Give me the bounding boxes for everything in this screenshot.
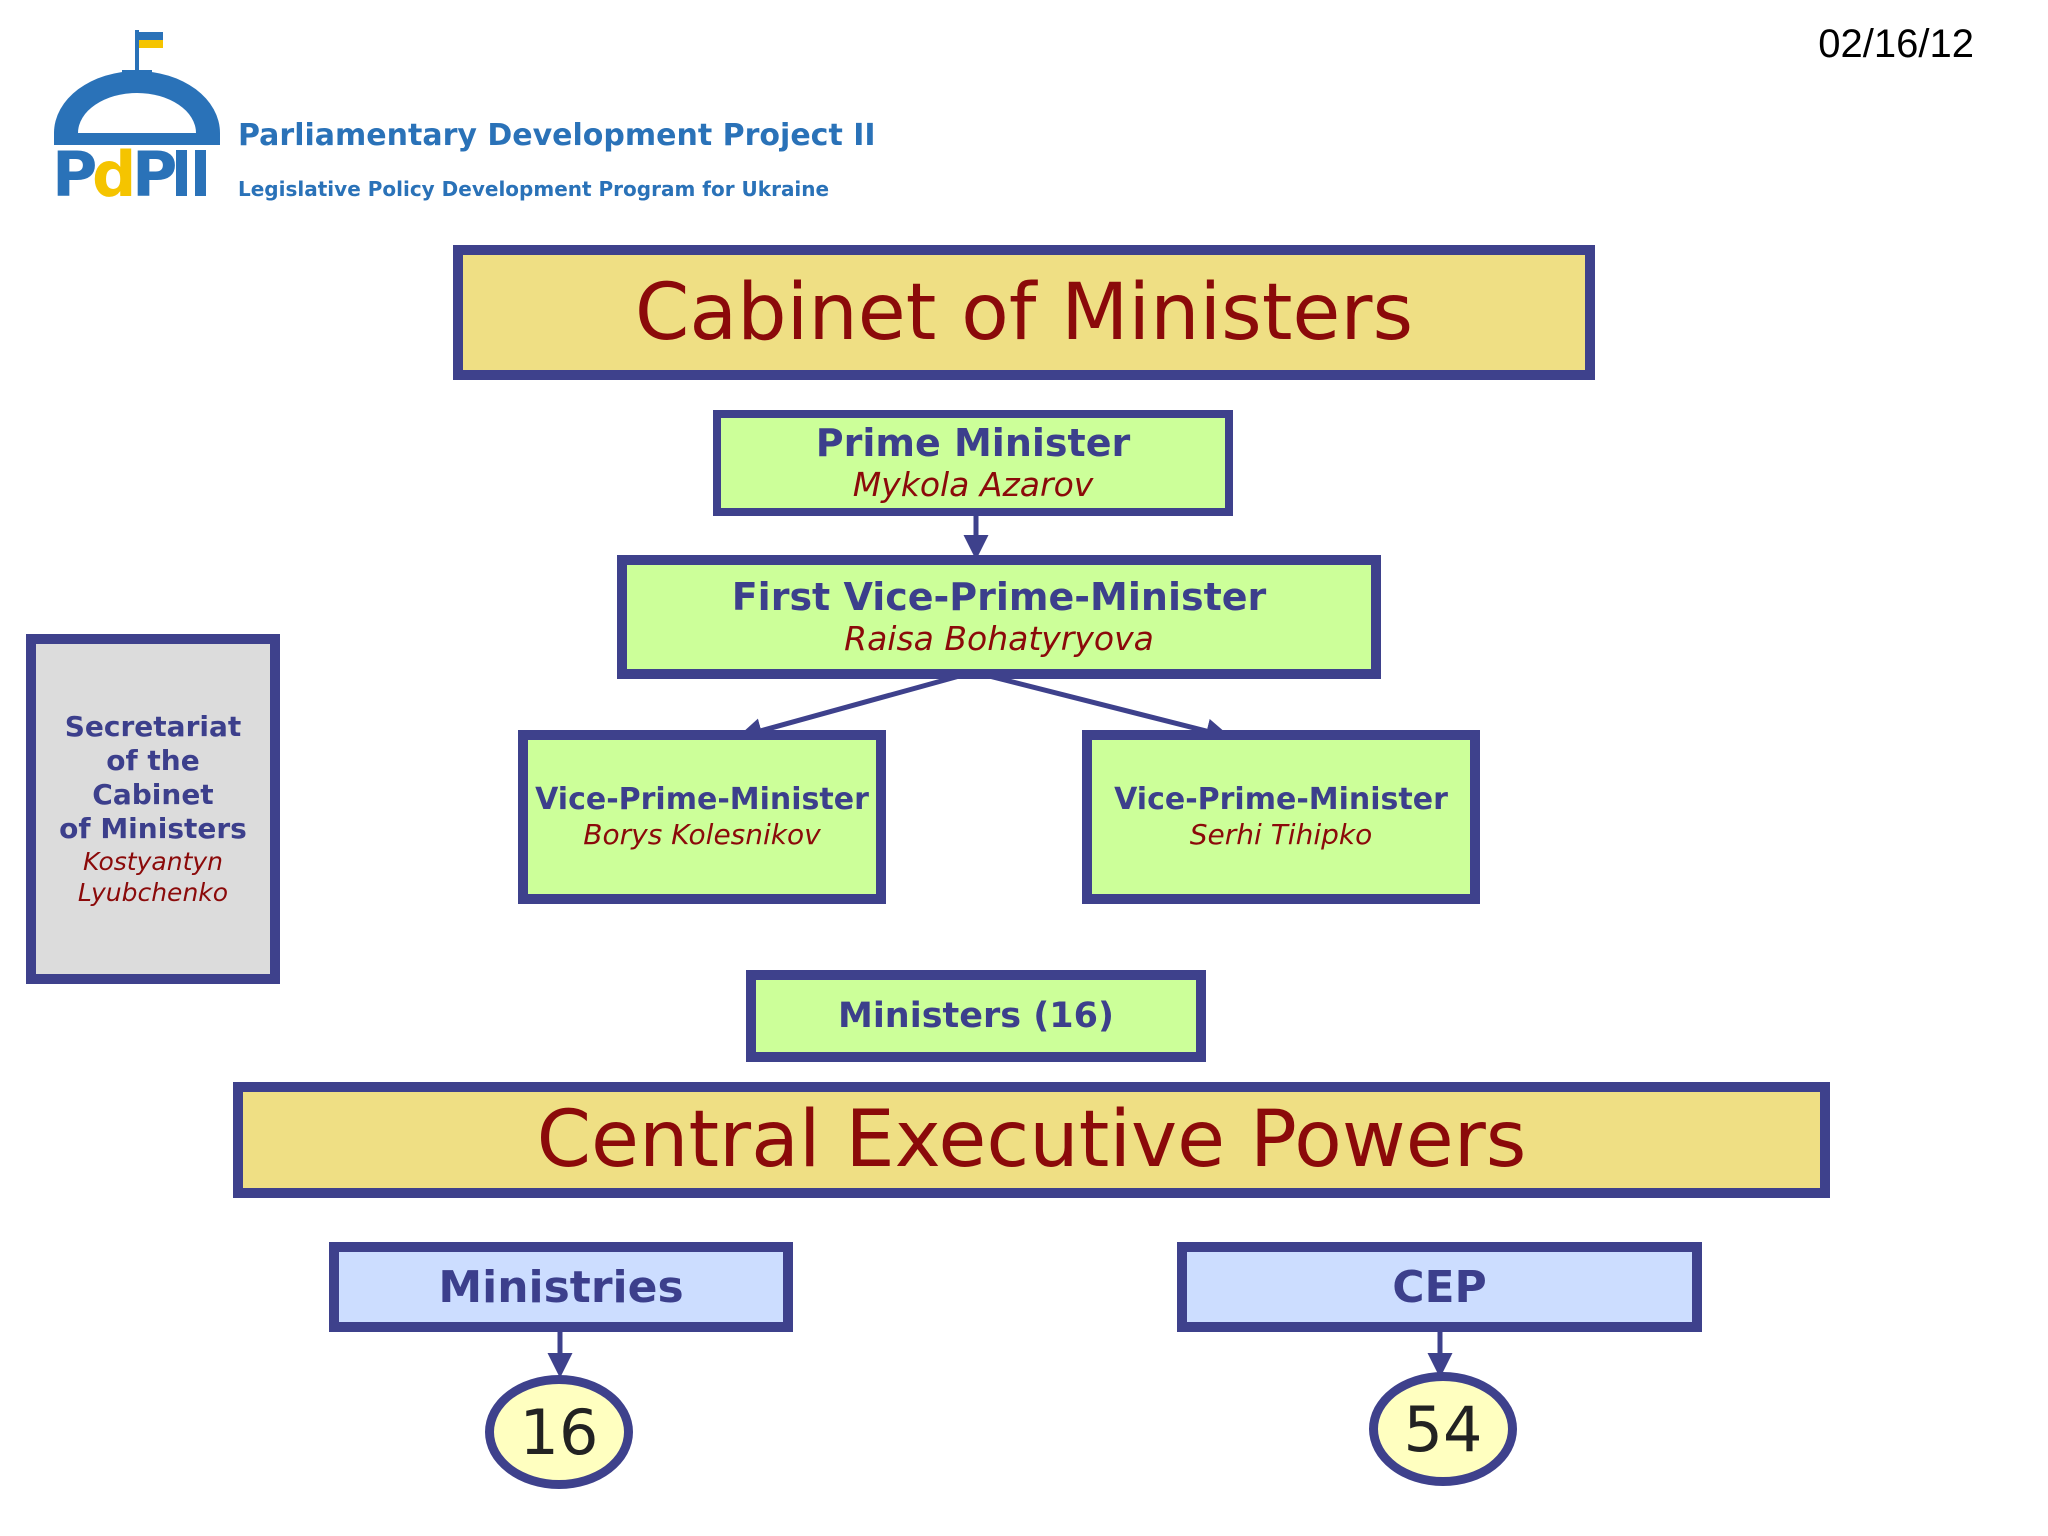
- cabinet-title: Cabinet of Ministers: [634, 267, 1414, 358]
- ministers-box: Ministers (16): [746, 970, 1206, 1062]
- ministries-count-bubble: 16: [485, 1375, 633, 1489]
- pm-name: Mykola Azarov: [852, 465, 1094, 504]
- secretariat-name-2: Lyubchenko: [77, 878, 229, 907]
- arrow-first-vice-to-vice-left: [737, 672, 964, 743]
- cabinet-banner: Cabinet of Ministers: [453, 245, 1595, 380]
- central-executive-banner: Central Executive Powers: [233, 1082, 1830, 1198]
- arrow-first-vice-to-vice-right: [984, 672, 1231, 744]
- first-vice-name: Raisa Bohatyryova: [844, 619, 1154, 658]
- cep-count-bubble: 54: [1369, 1372, 1517, 1486]
- prime-minister-box: Prime Minister Mykola Azarov: [713, 410, 1233, 516]
- org-name: Parliamentary Development Project II: [238, 118, 876, 153]
- slide-date: 02/16/12: [1818, 22, 1974, 66]
- secretariat-line-1: Secretariat: [64, 710, 242, 743]
- secretariat-line-4: of Ministers: [59, 812, 247, 845]
- org-subtitle: Legislative Policy Development Program f…: [238, 177, 830, 201]
- pdp-logo: P d P: [52, 30, 220, 203]
- first-vice-title: First Vice-Prime-Minister: [731, 575, 1267, 619]
- secretariat-name-1: Kostyantyn: [82, 847, 224, 876]
- ministries-box: Ministries: [329, 1242, 793, 1332]
- secretariat-line-3: Cabinet: [92, 778, 214, 811]
- cep-count: 54: [1403, 1392, 1483, 1466]
- ministers-label: Ministers (16): [837, 996, 1115, 1036]
- svg-text:P: P: [132, 138, 177, 203]
- vice-left-box: Vice-Prime-Minister Borys Kolesnikov: [518, 730, 886, 904]
- central-executive-title: Central Executive Powers: [536, 1095, 1527, 1185]
- cep-label: CEP: [1392, 1261, 1487, 1313]
- first-vice-box: First Vice-Prime-Minister Raisa Bohatyry…: [617, 555, 1381, 679]
- svg-text:P: P: [52, 138, 97, 203]
- pm-title: Prime Minister: [815, 421, 1131, 465]
- cep-box: CEP: [1177, 1242, 1702, 1332]
- ministries-count: 16: [519, 1395, 599, 1469]
- svg-text:d: d: [92, 138, 136, 203]
- vice-left-title: Vice-Prime-Minister: [535, 782, 869, 817]
- vice-right-title: Vice-Prime-Minister: [1114, 782, 1448, 817]
- vice-left-name: Borys Kolesnikov: [583, 818, 821, 851]
- ministries-label: Ministries: [438, 1261, 684, 1313]
- vice-right-name: Serhi Tihipko: [1189, 818, 1373, 851]
- secretariat-line-2: of the: [106, 744, 200, 777]
- vice-right-box: Vice-Prime-Minister Serhi Tihipko: [1082, 730, 1480, 904]
- secretariat-box: Secretariat of the Cabinet of Ministers …: [26, 634, 280, 984]
- dome-icon: [54, 30, 220, 145]
